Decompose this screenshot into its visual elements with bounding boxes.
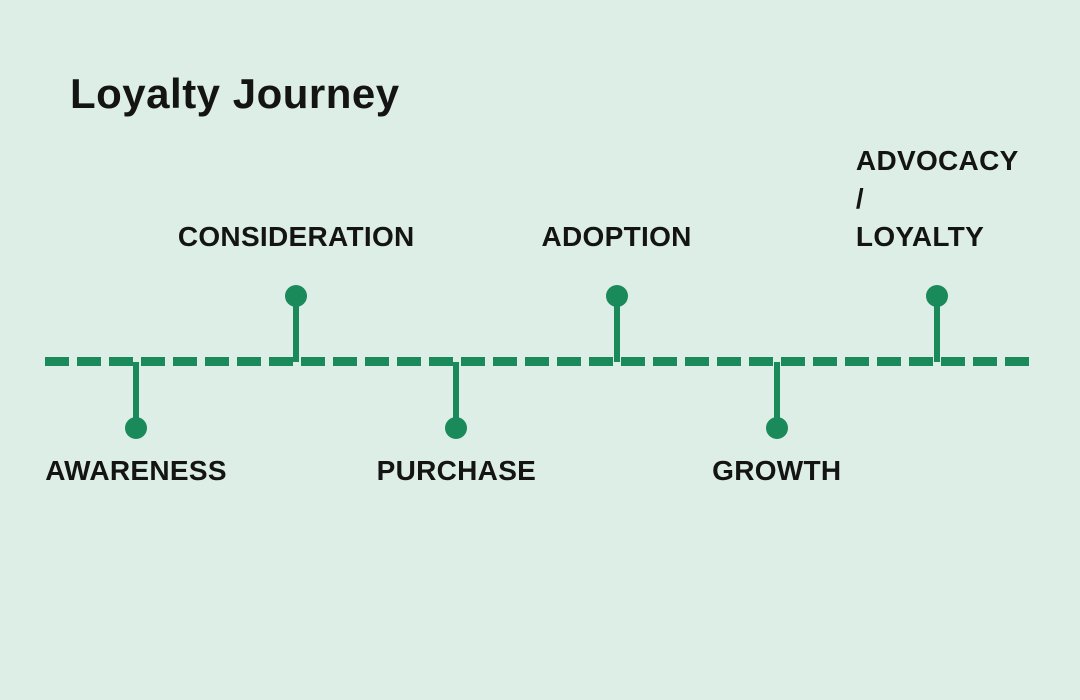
milestone-dot	[926, 285, 948, 307]
milestone-stem	[773, 362, 780, 428]
milestone-dot	[125, 417, 147, 439]
milestone-label: ADOPTION	[541, 221, 692, 252]
milestone-dot	[765, 417, 788, 439]
milestone-dot	[285, 285, 308, 307]
milestone-stem	[613, 296, 620, 362]
milestone-label: ADVOCACY / LOYALTY	[855, 145, 1019, 252]
milestone-dot	[605, 285, 628, 307]
milestone-label: CONSIDERATION	[177, 221, 415, 252]
timeline-line	[45, 357, 1032, 366]
milestone-label: AWARENESS	[45, 455, 227, 486]
milestone-dot	[445, 417, 468, 439]
milestone-label: GROWTH	[712, 455, 842, 486]
page-title: Loyalty Journey	[70, 70, 400, 117]
milestone-label: PURCHASE	[376, 455, 537, 486]
milestone-stem	[293, 296, 300, 362]
milestone-stem	[453, 362, 460, 428]
milestone-stem	[934, 296, 940, 362]
milestone-stem	[133, 362, 139, 428]
